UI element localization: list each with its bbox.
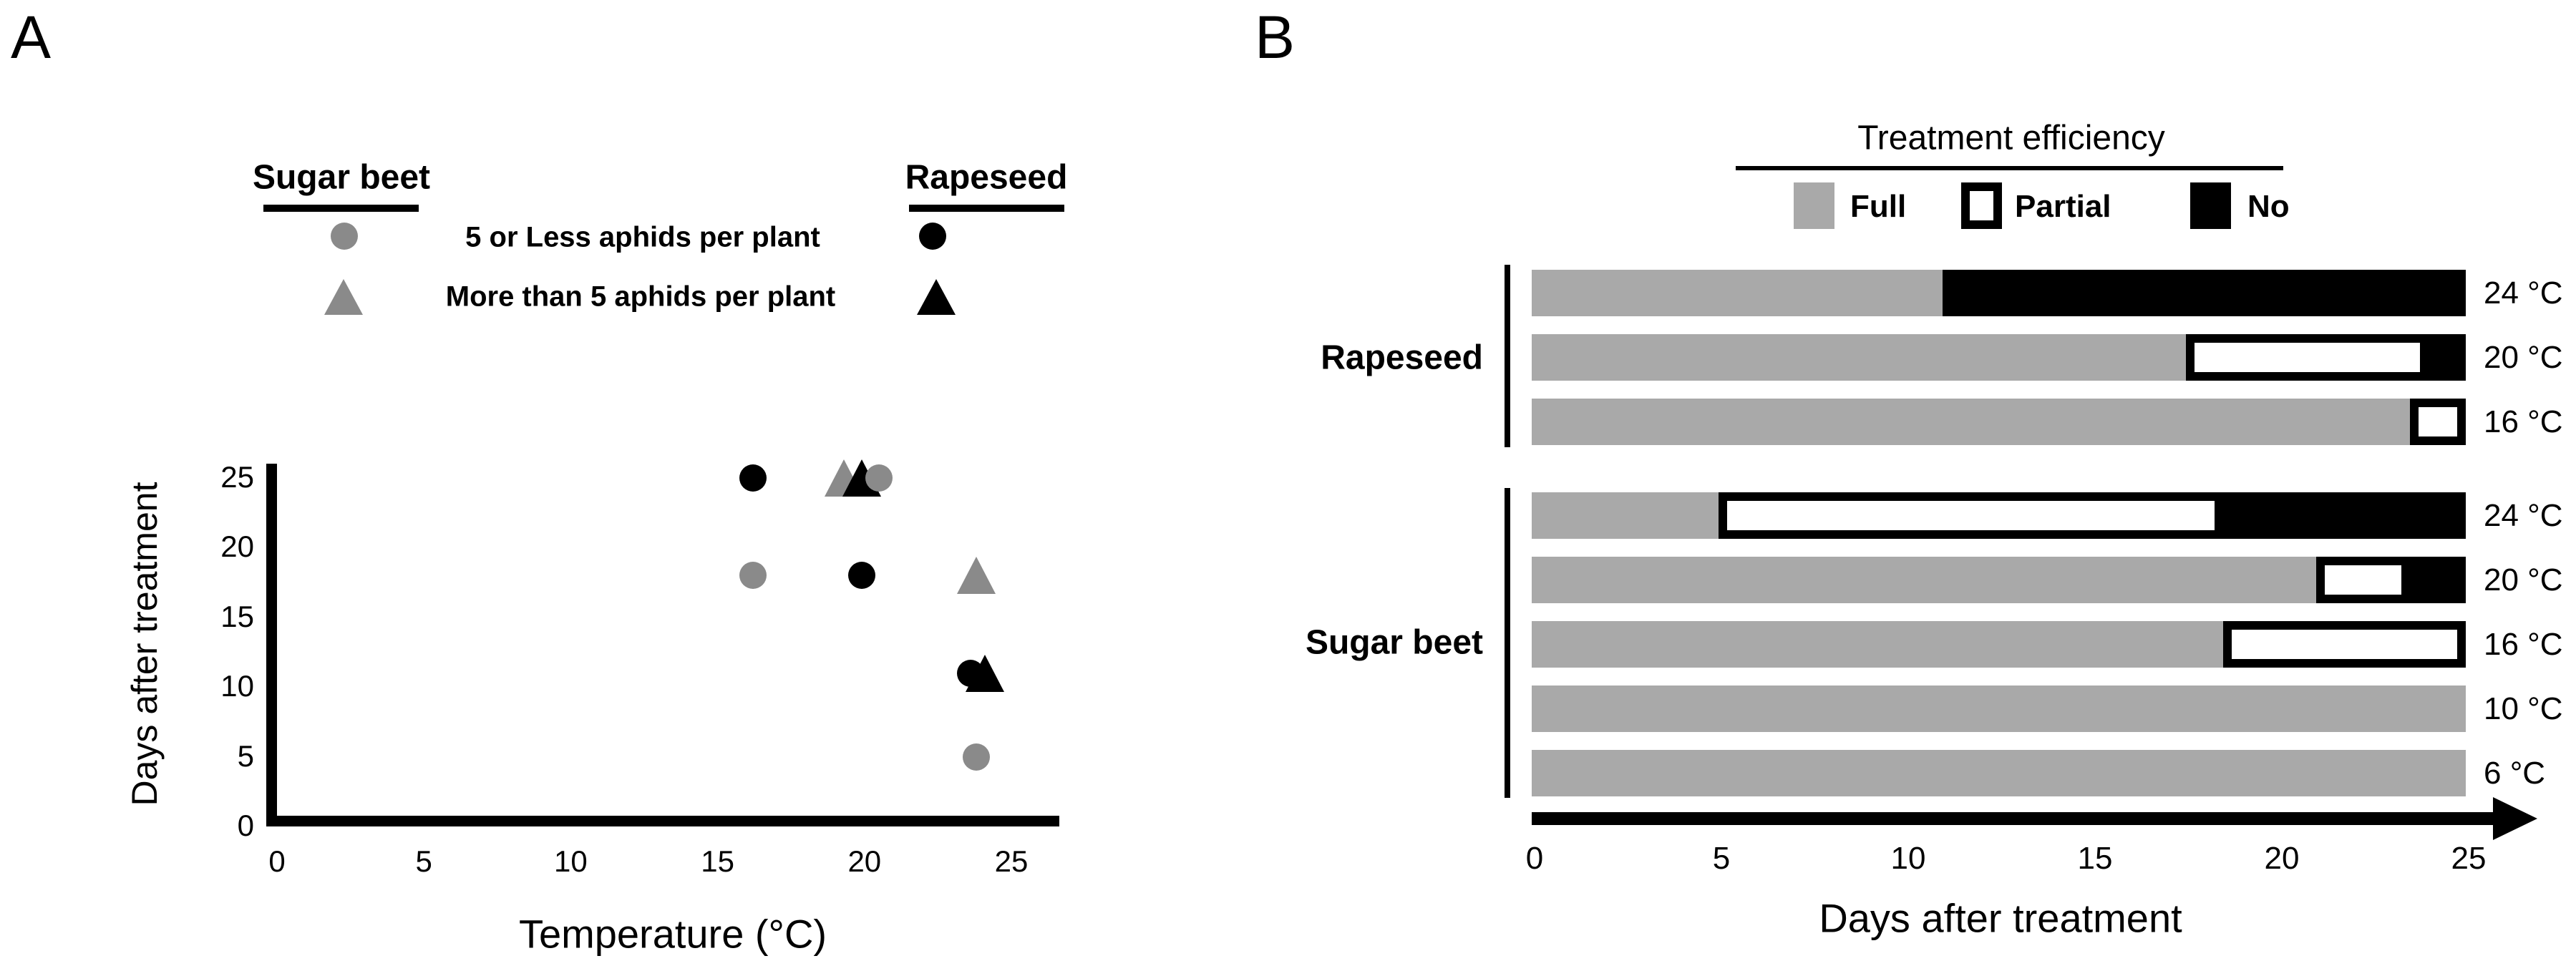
scatter-point-triangle (956, 557, 996, 594)
bar-segment-no (2222, 492, 2466, 539)
bar-temperature-label: 6 °C (2484, 755, 2546, 791)
no-efficiency-label: No (2247, 189, 2290, 224)
bar-segment-partial (2409, 399, 2466, 445)
treatment-efficiency-title: Treatment efficiency (1857, 119, 2165, 157)
bar-temperature-label: 20 °C (2484, 339, 2563, 375)
scatter-point-circle (865, 464, 893, 492)
treatment-efficiency-underline (1736, 166, 2283, 170)
legend-title-rapeseed: Rapeseed (905, 158, 1068, 197)
scatter-point-circle (962, 743, 990, 771)
scatter-point-circle (739, 562, 767, 589)
bar-segment-full (1532, 270, 1943, 316)
sugar-beet-triangle-icon (324, 279, 363, 315)
rapeseed-bracket (1505, 265, 1510, 447)
panel-a: A Sugar beet Rapeseed 5 or Less aphids p… (0, 0, 1217, 966)
panel-a-x-axis (266, 816, 1059, 826)
bar-segment-no (2409, 557, 2466, 603)
bar-segment-partial (2316, 557, 2410, 603)
no-efficiency-swatch (2190, 182, 2231, 229)
bar-segment-full (1532, 399, 2410, 445)
rapeseed-triangle-icon (917, 279, 956, 315)
panel-b-x-tick-label: 5 (1712, 841, 1731, 876)
sugar-beet-bracket (1505, 488, 1510, 798)
panel-a-y-tick-label: 5 (237, 738, 254, 773)
panel-a-x-tick-label: 10 (554, 844, 588, 878)
bar-segment-no (2428, 334, 2466, 381)
bar-segment-no (1943, 270, 2466, 316)
bar-temperature-label: 20 °C (2484, 562, 2563, 597)
full-efficiency-swatch (1794, 182, 1834, 229)
panel-a-x-tick-label: 25 (994, 844, 1029, 878)
panel-a-y-tick-label: 15 (220, 599, 254, 633)
efficiency-bar (1532, 399, 2466, 445)
full-efficiency-label: Full (1850, 189, 1907, 224)
bar-segment-partial (2185, 334, 2429, 381)
legend-row1-label: 5 or Less aphids per plant (465, 221, 820, 253)
panel-b-x-tick-label: 20 (2264, 841, 2300, 876)
legend-title-sugar-beet: Sugar beet (252, 158, 431, 197)
panel-b-x-tick-label: 15 (2077, 841, 2113, 876)
panel-a-x-tick-label: 15 (701, 844, 734, 878)
efficiency-bar (1532, 270, 2466, 316)
panel-a-y-tick-label: 25 (220, 459, 254, 494)
efficiency-bar (1532, 557, 2466, 603)
panel-a-y-axis (266, 464, 277, 826)
bar-segment-full (1532, 621, 2223, 668)
panel-b-x-tick-label: 0 (1525, 841, 1544, 876)
bar-segment-partial (1719, 492, 2223, 539)
group-label-sugar-beet: Sugar beet (1305, 623, 1483, 662)
legend-row2-label: More than 5 aphids per plant (445, 280, 836, 313)
panel-b-letter: B (1255, 4, 1296, 71)
panel-a-x-axis-title: Temperature (°C) (518, 911, 827, 957)
bar-temperature-label: 24 °C (2484, 275, 2563, 311)
sugar-beet-underline (263, 205, 419, 212)
panel-a-y-tick-label: 10 (220, 669, 254, 703)
bar-segment-full (1532, 557, 2317, 603)
efficiency-bar (1532, 686, 2466, 732)
scatter-point-circle (847, 562, 875, 589)
panel-a-x-tick-label: 20 (847, 844, 882, 878)
partial-efficiency-label: Partial (2015, 189, 2111, 224)
bar-temperature-label: 10 °C (2484, 691, 2563, 726)
panel-b-x-tick-label: 10 (1890, 841, 1926, 876)
panel-a-y-axis-title: Days after treatment (125, 482, 165, 806)
bar-segment-full (1532, 686, 2466, 732)
bar-temperature-label: 16 °C (2484, 626, 2563, 662)
bar-temperature-label: 24 °C (2484, 497, 2563, 533)
bar-segment-full (1532, 492, 1719, 539)
efficiency-bar (1532, 621, 2466, 668)
panel-b: B Treatment efficiency Full Partial No R… (1217, 0, 2576, 966)
rapeseed-circle-icon (919, 223, 946, 250)
efficiency-bar (1532, 334, 2466, 381)
panel-b-x-axis-title: Days after treatment (1819, 895, 2182, 941)
sugar-beet-circle-icon (331, 223, 358, 250)
bar-segment-full (1532, 334, 2186, 381)
rapeseed-underline (909, 205, 1064, 212)
bar-temperature-label: 16 °C (2484, 404, 2563, 439)
panel-b-x-tick-label: 25 (2451, 841, 2487, 876)
group-label-rapeseed: Rapeseed (1321, 338, 1483, 377)
scatter-point-triangle (966, 654, 1005, 692)
scatter-point-circle (739, 464, 767, 492)
panel-a-y-tick-label: 0 (237, 809, 254, 843)
panel-b-axis-arrowhead-icon (2493, 797, 2537, 840)
panel-a-y-tick-label: 20 (220, 530, 254, 564)
partial-efficiency-swatch (1961, 182, 2002, 229)
bar-segment-full (1532, 750, 2466, 796)
panel-b-x-axis (1532, 812, 2494, 825)
panel-a-letter: A (11, 4, 52, 71)
panel-a-x-tick-label: 5 (415, 844, 432, 878)
efficiency-bar (1532, 750, 2466, 796)
panel-a-x-tick-label: 0 (268, 844, 286, 878)
bar-segment-partial (2222, 621, 2466, 668)
efficiency-bar (1532, 492, 2466, 539)
